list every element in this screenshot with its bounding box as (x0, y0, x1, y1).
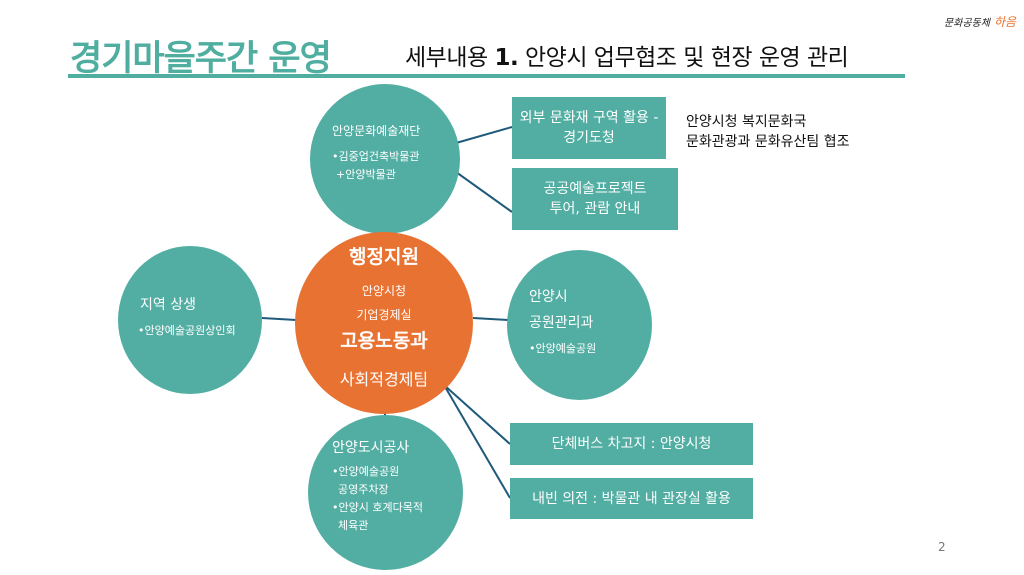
note-text: 문화관광과 문화유산팀 협조 (686, 134, 850, 150)
circle-item: •안양예술공원상인회 (138, 324, 236, 337)
circle-item: •안양예술공원 (332, 465, 400, 478)
box-text: 단체버스 차고지 : 안양시청 (551, 436, 712, 452)
subtitle-number: 1. (494, 45, 519, 71)
circle-item: 체육관 (338, 519, 369, 532)
cooperation-note: 안양시청 복지문화국 문화관광과 문화유산팀 협조 (686, 112, 849, 152)
page-subtitle: 세부내용 1. 안양시 업무협조 및 현장 운영 관리 (405, 38, 849, 72)
circle-title: 안양도시공사 (332, 440, 410, 456)
logo: 문화공동체 하음 (944, 13, 1016, 30)
box-public-art-project: 공공예술프로젝트 투어, 관람 안내 (512, 168, 678, 230)
box-vip-protocol: 내빈 의전 : 박물관 내 관장실 활용 (510, 478, 753, 519)
circle-title: 안양시 (529, 289, 568, 305)
circle-urban-corporation: 안양도시공사 •안양예술공원 공영주차장 •안양시 호계다목적 체육관 (308, 415, 463, 570)
circle-title: 지역 상생 (140, 297, 196, 313)
connector-center-box4 (443, 384, 511, 499)
box-text: 외부 문화재 구역 활용 - (519, 110, 659, 126)
circle-local-coexistence: 지역 상생 •안양예술공원상인회 (118, 246, 262, 394)
page-title: 경기마을주간 운영 (70, 39, 332, 79)
connector-center-box3 (443, 384, 511, 445)
circle-item: +안양박물관 (336, 168, 396, 181)
connector-top-box2 (455, 171, 513, 213)
connector-center-right (472, 317, 509, 321)
circle-item: •김중업건축박물관 (332, 150, 420, 163)
note-text: 안양시청 복지문화국 (686, 114, 807, 130)
center-heading: 행정지원 (349, 246, 419, 268)
connector-left-center (261, 317, 297, 321)
logo-text: 문화공동체 (944, 18, 990, 29)
circle-title: 공원관리과 (529, 315, 594, 331)
circle-title: 안양문화예술재단 (332, 124, 421, 138)
circle-item: 공영주차장 (338, 483, 389, 496)
logo-accent: 하음 (994, 15, 1017, 29)
connector-top-box1 (455, 126, 513, 144)
box-external-heritage: 외부 문화재 구역 활용 - 경기도청 (512, 97, 666, 159)
circle-item: •안양예술공원 (529, 342, 597, 355)
subtitle-text: 안양시 업무협조 및 현장 운영 관리 (525, 45, 849, 71)
center-heading: 고용노동과 (340, 330, 428, 352)
subtitle-prefix: 세부내용 (405, 45, 488, 71)
circle-anyang-culture-foundation: 안양문화예술재단 •김중업건축박물관 +안양박물관 (310, 84, 460, 234)
circle-item: •안양시 호계다목적 (332, 501, 423, 514)
circle-admin-support: 행정지원 안양시청 기업경제실 고용노동과 사회적경제팀 (295, 232, 473, 414)
title-underline (68, 74, 905, 78)
center-text: 기업경제실 (356, 308, 412, 322)
center-text: 안양시청 (361, 284, 407, 298)
box-text: 경기도청 (563, 130, 615, 146)
page-number: 2 (938, 540, 946, 554)
box-text: 투어, 관람 안내 (549, 201, 641, 217)
box-text: 내빈 의전 : 박물관 내 관장실 활용 (532, 490, 731, 507)
box-bus-garage: 단체버스 차고지 : 안양시청 (510, 423, 753, 465)
center-heading: 사회적경제팀 (339, 370, 429, 389)
circle-park-management: 안양시 공원관리과 •안양예술공원 (507, 250, 652, 400)
box-text: 공공예술프로젝트 (543, 181, 647, 197)
